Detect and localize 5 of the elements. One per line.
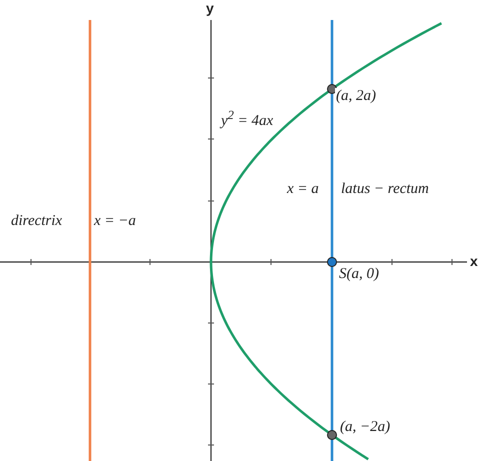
point-label: (a, 2a) [335,88,377,105]
point-label: (a, −2a) [339,419,392,436]
point-label: S(a, 0) [338,266,380,283]
axis-label: y [205,0,215,17]
axis-label: x [469,253,479,270]
